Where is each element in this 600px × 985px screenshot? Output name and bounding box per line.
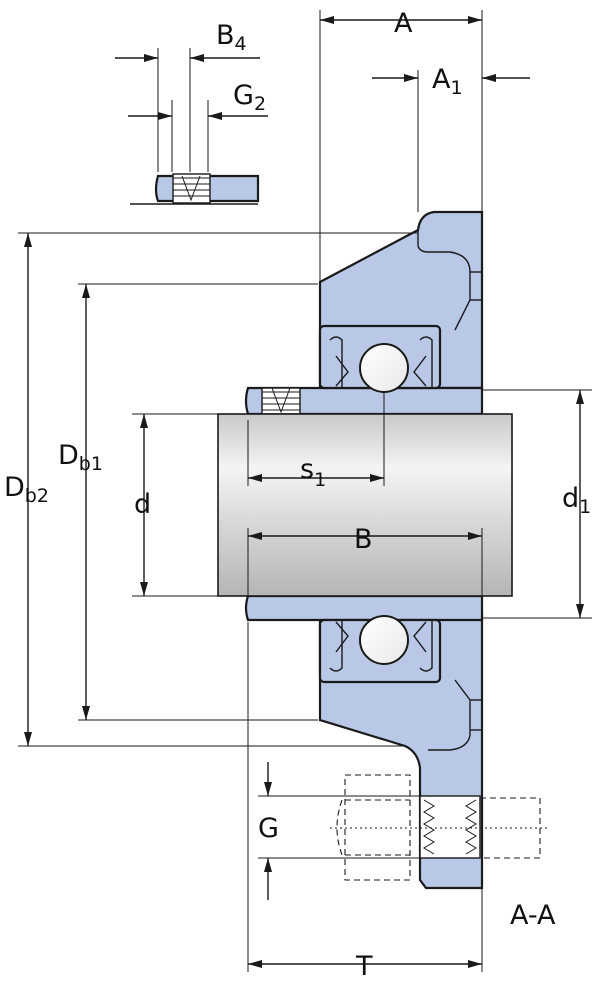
bearing-upper (318, 324, 442, 393)
section-label: A-A (510, 900, 556, 931)
bearing-lower (318, 615, 442, 684)
label-Db2: Db2 (4, 472, 49, 507)
inner-ring (244, 386, 484, 622)
label-A1: A1 (432, 64, 463, 99)
set-screw-detail (115, 48, 268, 205)
label-d: d (134, 489, 151, 520)
label-T: T (355, 951, 373, 982)
dimension-labels: A A1 B4 G2 Db2 Db1 d d1 s1 B G T A-A (4, 8, 591, 982)
label-d1: d1 (562, 483, 591, 518)
label-G: G (258, 813, 279, 844)
label-B4: B4 (216, 20, 247, 55)
label-Db1: Db1 (58, 440, 103, 475)
label-G2: G2 (233, 80, 266, 115)
label-A: A (394, 8, 413, 39)
dimension-lines (18, 10, 592, 972)
label-s1: s1 (300, 454, 326, 491)
shaft (217, 413, 513, 597)
grub-screw (261, 387, 301, 415)
label-B: B (354, 524, 373, 555)
mounting-bolt (330, 774, 550, 881)
